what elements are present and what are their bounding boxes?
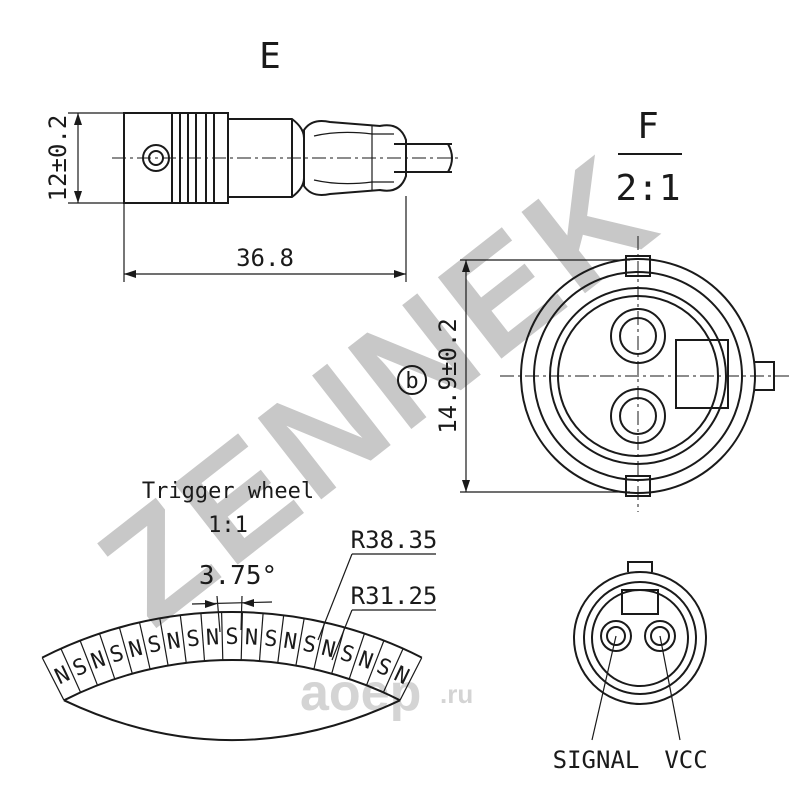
outer-arc <box>41 611 423 659</box>
pole-label: N <box>205 625 219 651</box>
pole-divider <box>313 622 326 670</box>
outer-radius-label: R38.35 <box>351 526 438 554</box>
radius-dimensions: R38.35 R31.25 <box>317 526 438 661</box>
vcc-label: VCC <box>664 746 707 774</box>
pole-divider <box>258 613 264 662</box>
pole-divider <box>138 622 151 670</box>
cable <box>394 143 453 173</box>
key-tab <box>675 339 729 409</box>
dim-length: 36.8 <box>123 196 407 282</box>
pole-divider <box>79 640 99 686</box>
pole-divider <box>118 627 133 674</box>
view-e-title: E <box>259 36 281 77</box>
diameter-marker-letter: b <box>405 369 418 394</box>
cable-boot <box>303 120 407 196</box>
pole-label: S <box>185 626 201 652</box>
dim-diameter-label: 14.9±0.2 <box>434 318 462 434</box>
dim-height-label: 12±0.2 <box>44 115 72 202</box>
watermark-site-name: aoep <box>300 664 421 722</box>
mount-hole-icon <box>142 144 170 172</box>
view-f-title: F <box>637 106 659 147</box>
pin-bottom-icon <box>610 388 666 444</box>
pole-label: N <box>244 625 258 651</box>
view-f: F 2:1 1 <box>397 106 790 512</box>
pin-top-icon <box>610 308 666 364</box>
trigger-wheel-angle: 3.75° <box>199 561 277 591</box>
pole-label: N <box>319 636 338 663</box>
view-e: E <box>44 36 460 282</box>
watermark-site-logo: aoep .ru <box>300 664 473 722</box>
pole-divider <box>295 618 305 666</box>
pinout: SIGNAL VCC <box>553 561 708 774</box>
pole-divider <box>221 612 224 661</box>
pole-divider <box>200 613 206 662</box>
trigger-wheel-scale: 1:1 <box>208 513 248 538</box>
pole-divider <box>60 648 82 693</box>
pinout-key-tab <box>621 589 659 615</box>
view-f-scale: 2:1 <box>615 168 680 209</box>
dim-length-label: 36.8 <box>236 244 294 272</box>
pole-divider <box>399 657 423 701</box>
sensor-head <box>123 112 229 204</box>
dim-diameter: 14.9±0.2 b <box>397 259 630 493</box>
trigger-wheel-title: Trigger wheel <box>142 479 314 504</box>
pole-label: N <box>165 629 182 656</box>
wheel-lower-edge <box>63 699 401 742</box>
signal-pin-icon <box>600 620 632 652</box>
diameter-marker-icon <box>397 365 427 395</box>
pole-divider <box>179 615 187 663</box>
connector-pins <box>610 308 666 444</box>
pole-divider <box>41 657 65 701</box>
pole-label: S <box>146 632 164 659</box>
angle-dimension <box>191 595 273 633</box>
inner-radius-label: R31.25 <box>351 582 438 610</box>
pole-divider <box>382 648 404 693</box>
pole-divider <box>98 633 116 680</box>
pole-divider <box>348 633 366 680</box>
inner-arc <box>63 658 401 702</box>
watermark-site-tld: .ru <box>440 679 473 709</box>
dim-height: 12±0.2 <box>44 112 124 204</box>
signal-label: SIGNAL <box>553 746 640 774</box>
pole-label: N <box>51 662 74 690</box>
pole-label: N <box>126 636 145 663</box>
pole-label: S <box>69 654 91 682</box>
connector-body <box>520 255 775 497</box>
pole-label: S <box>225 625 238 650</box>
pole-divider <box>159 618 169 666</box>
pole-divider <box>277 615 285 663</box>
pole-label: S <box>263 626 279 652</box>
pole-divider <box>240 612 243 661</box>
pole-label: S <box>300 632 318 659</box>
vcc-pin-icon <box>644 620 676 652</box>
pole-divider <box>365 640 385 686</box>
trigger-wheel-geometry <box>41 611 423 742</box>
pole-label: N <box>282 629 299 656</box>
